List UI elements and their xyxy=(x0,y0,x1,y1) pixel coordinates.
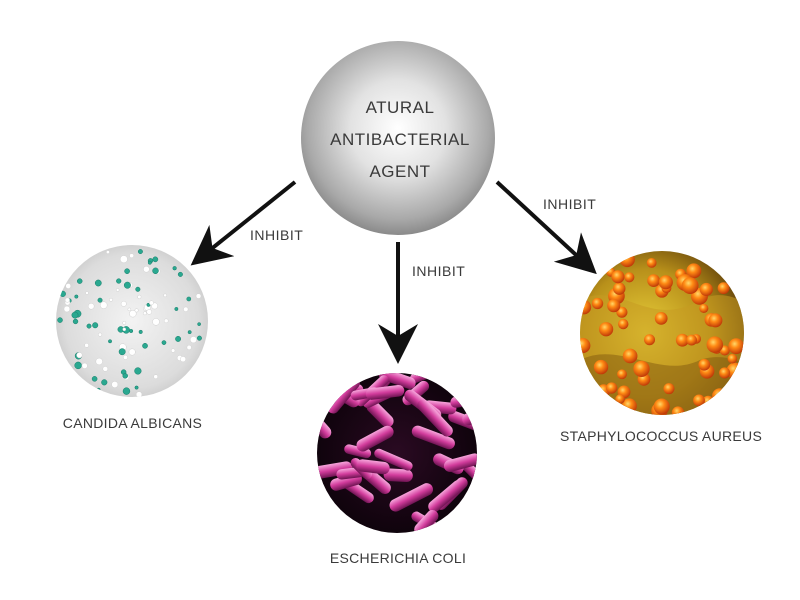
center-title: ATURAL ANTIBACTERIAL AGENT xyxy=(322,92,478,188)
rod-bacteria-image xyxy=(317,373,477,533)
center-sphere xyxy=(301,41,495,235)
staph-label: STAPHYLOCOCCUS AUREUS xyxy=(560,428,763,444)
arrow-label-staph: INHIBIT xyxy=(543,196,597,212)
arrow-to-staph xyxy=(495,180,597,275)
center-title-line-1: ATURAL xyxy=(365,98,435,117)
candida-label: CANDIDA ALBICANS xyxy=(62,415,203,431)
arrow-to-candida xyxy=(190,180,297,266)
ecoli-label: ESCHERICHIA COLI xyxy=(329,550,467,566)
arrow-label-ecoli: INHIBIT xyxy=(412,263,466,279)
cocci-bacteria-image xyxy=(580,251,744,415)
center-title-line-2: ANTIBACTERIAL xyxy=(330,130,470,149)
arrow-label-candida: INHIBIT xyxy=(250,227,304,243)
center-title-line-3: AGENT xyxy=(369,162,431,181)
colony-plate-image xyxy=(56,245,208,397)
